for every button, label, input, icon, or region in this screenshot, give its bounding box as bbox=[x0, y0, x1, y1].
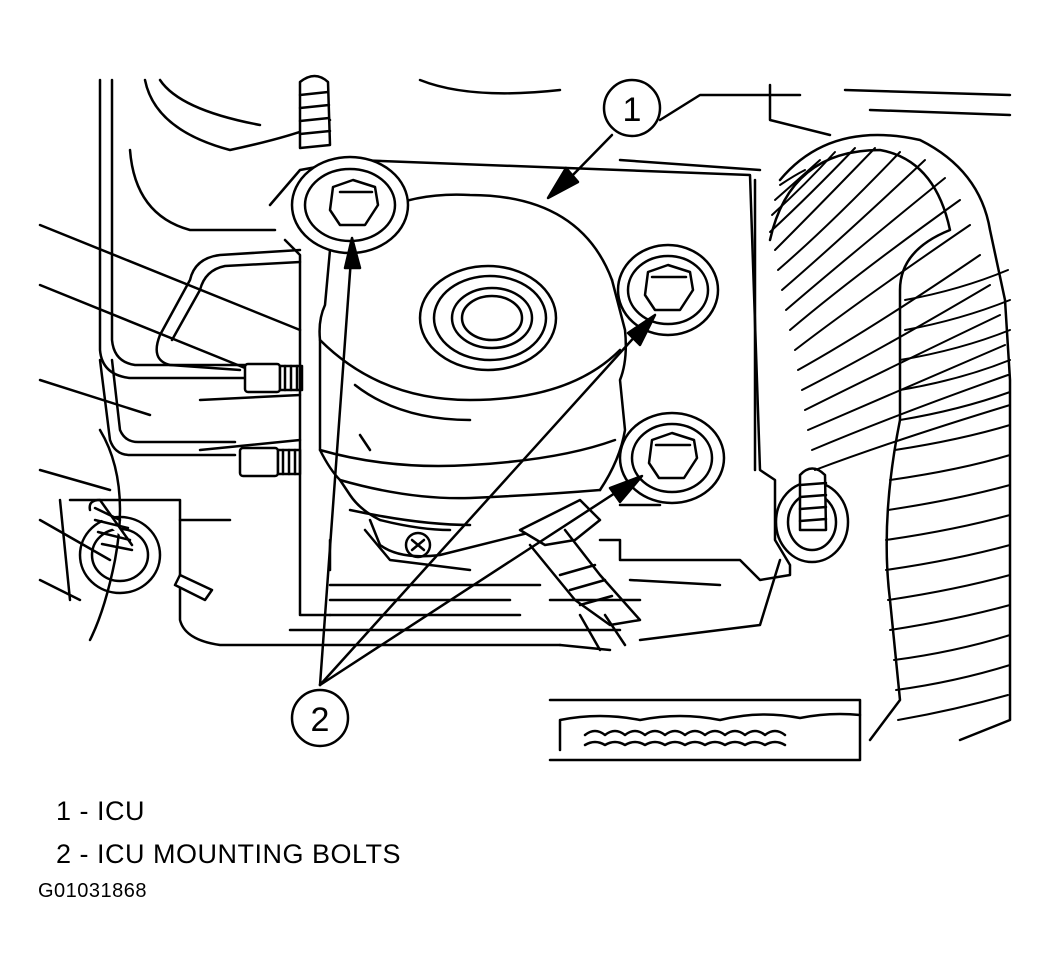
mounting-bolt-upper-left bbox=[290, 155, 410, 255]
stud-right bbox=[774, 467, 850, 564]
legend-item-icu-mounting-bolts: 2 - ICU MOUNTING BOLTS bbox=[56, 839, 402, 869]
callout-1-marker: 1 bbox=[602, 78, 662, 138]
mounting-bolt-lower-right bbox=[618, 411, 726, 505]
brake-lines bbox=[98, 248, 302, 457]
wiring-harness-conduit bbox=[768, 133, 1012, 742]
figure-id: G01031868 bbox=[38, 880, 148, 902]
vehicle-body-lines bbox=[38, 78, 1012, 652]
callout-1-number: 1 bbox=[623, 91, 642, 129]
callout-2-marker: 2 bbox=[290, 688, 350, 748]
brake-line-fittings bbox=[238, 362, 304, 478]
callout-2-number: 2 bbox=[311, 701, 330, 739]
icu-diagram: 1 2 bbox=[38, 74, 1012, 762]
legend-item-icu: 1 - ICU bbox=[56, 796, 146, 826]
mounting-bolt-upper-right bbox=[616, 243, 720, 337]
stud-left bbox=[78, 498, 214, 602]
callout-1-leader bbox=[546, 133, 614, 200]
wiring-connector bbox=[518, 498, 642, 652]
callout-2-leaders bbox=[318, 236, 657, 687]
weld-seam bbox=[548, 698, 862, 762]
legend: 1 - ICU 2 - ICU MOUNTING BOLTS bbox=[56, 790, 401, 876]
stud-top bbox=[298, 74, 332, 150]
mounting-bracket bbox=[268, 158, 792, 617]
